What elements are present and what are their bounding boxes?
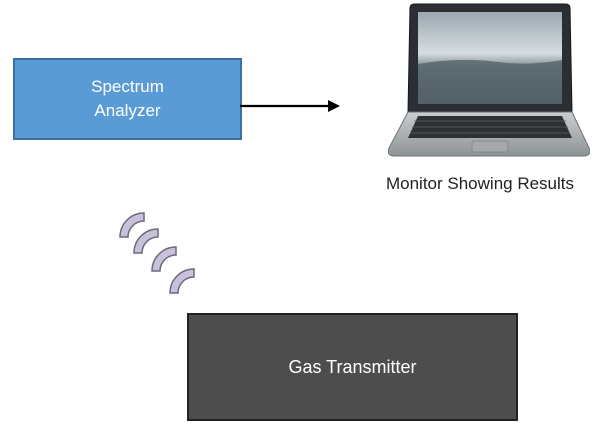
signal-waves-icon bbox=[119, 212, 195, 294]
spectrum-analyzer-label: Spectrum Analyzer bbox=[91, 77, 164, 120]
laptop-icon bbox=[388, 3, 590, 157]
gas-transmitter-label: Gas Transmitter bbox=[288, 356, 417, 377]
spectrum-analyzer-box: Spectrum Analyzer bbox=[13, 58, 242, 140]
gas-transmitter-box: Gas Transmitter bbox=[187, 313, 518, 421]
monitor-caption: Monitor Showing Results bbox=[385, 174, 575, 193]
arrow-right-icon bbox=[240, 100, 340, 112]
